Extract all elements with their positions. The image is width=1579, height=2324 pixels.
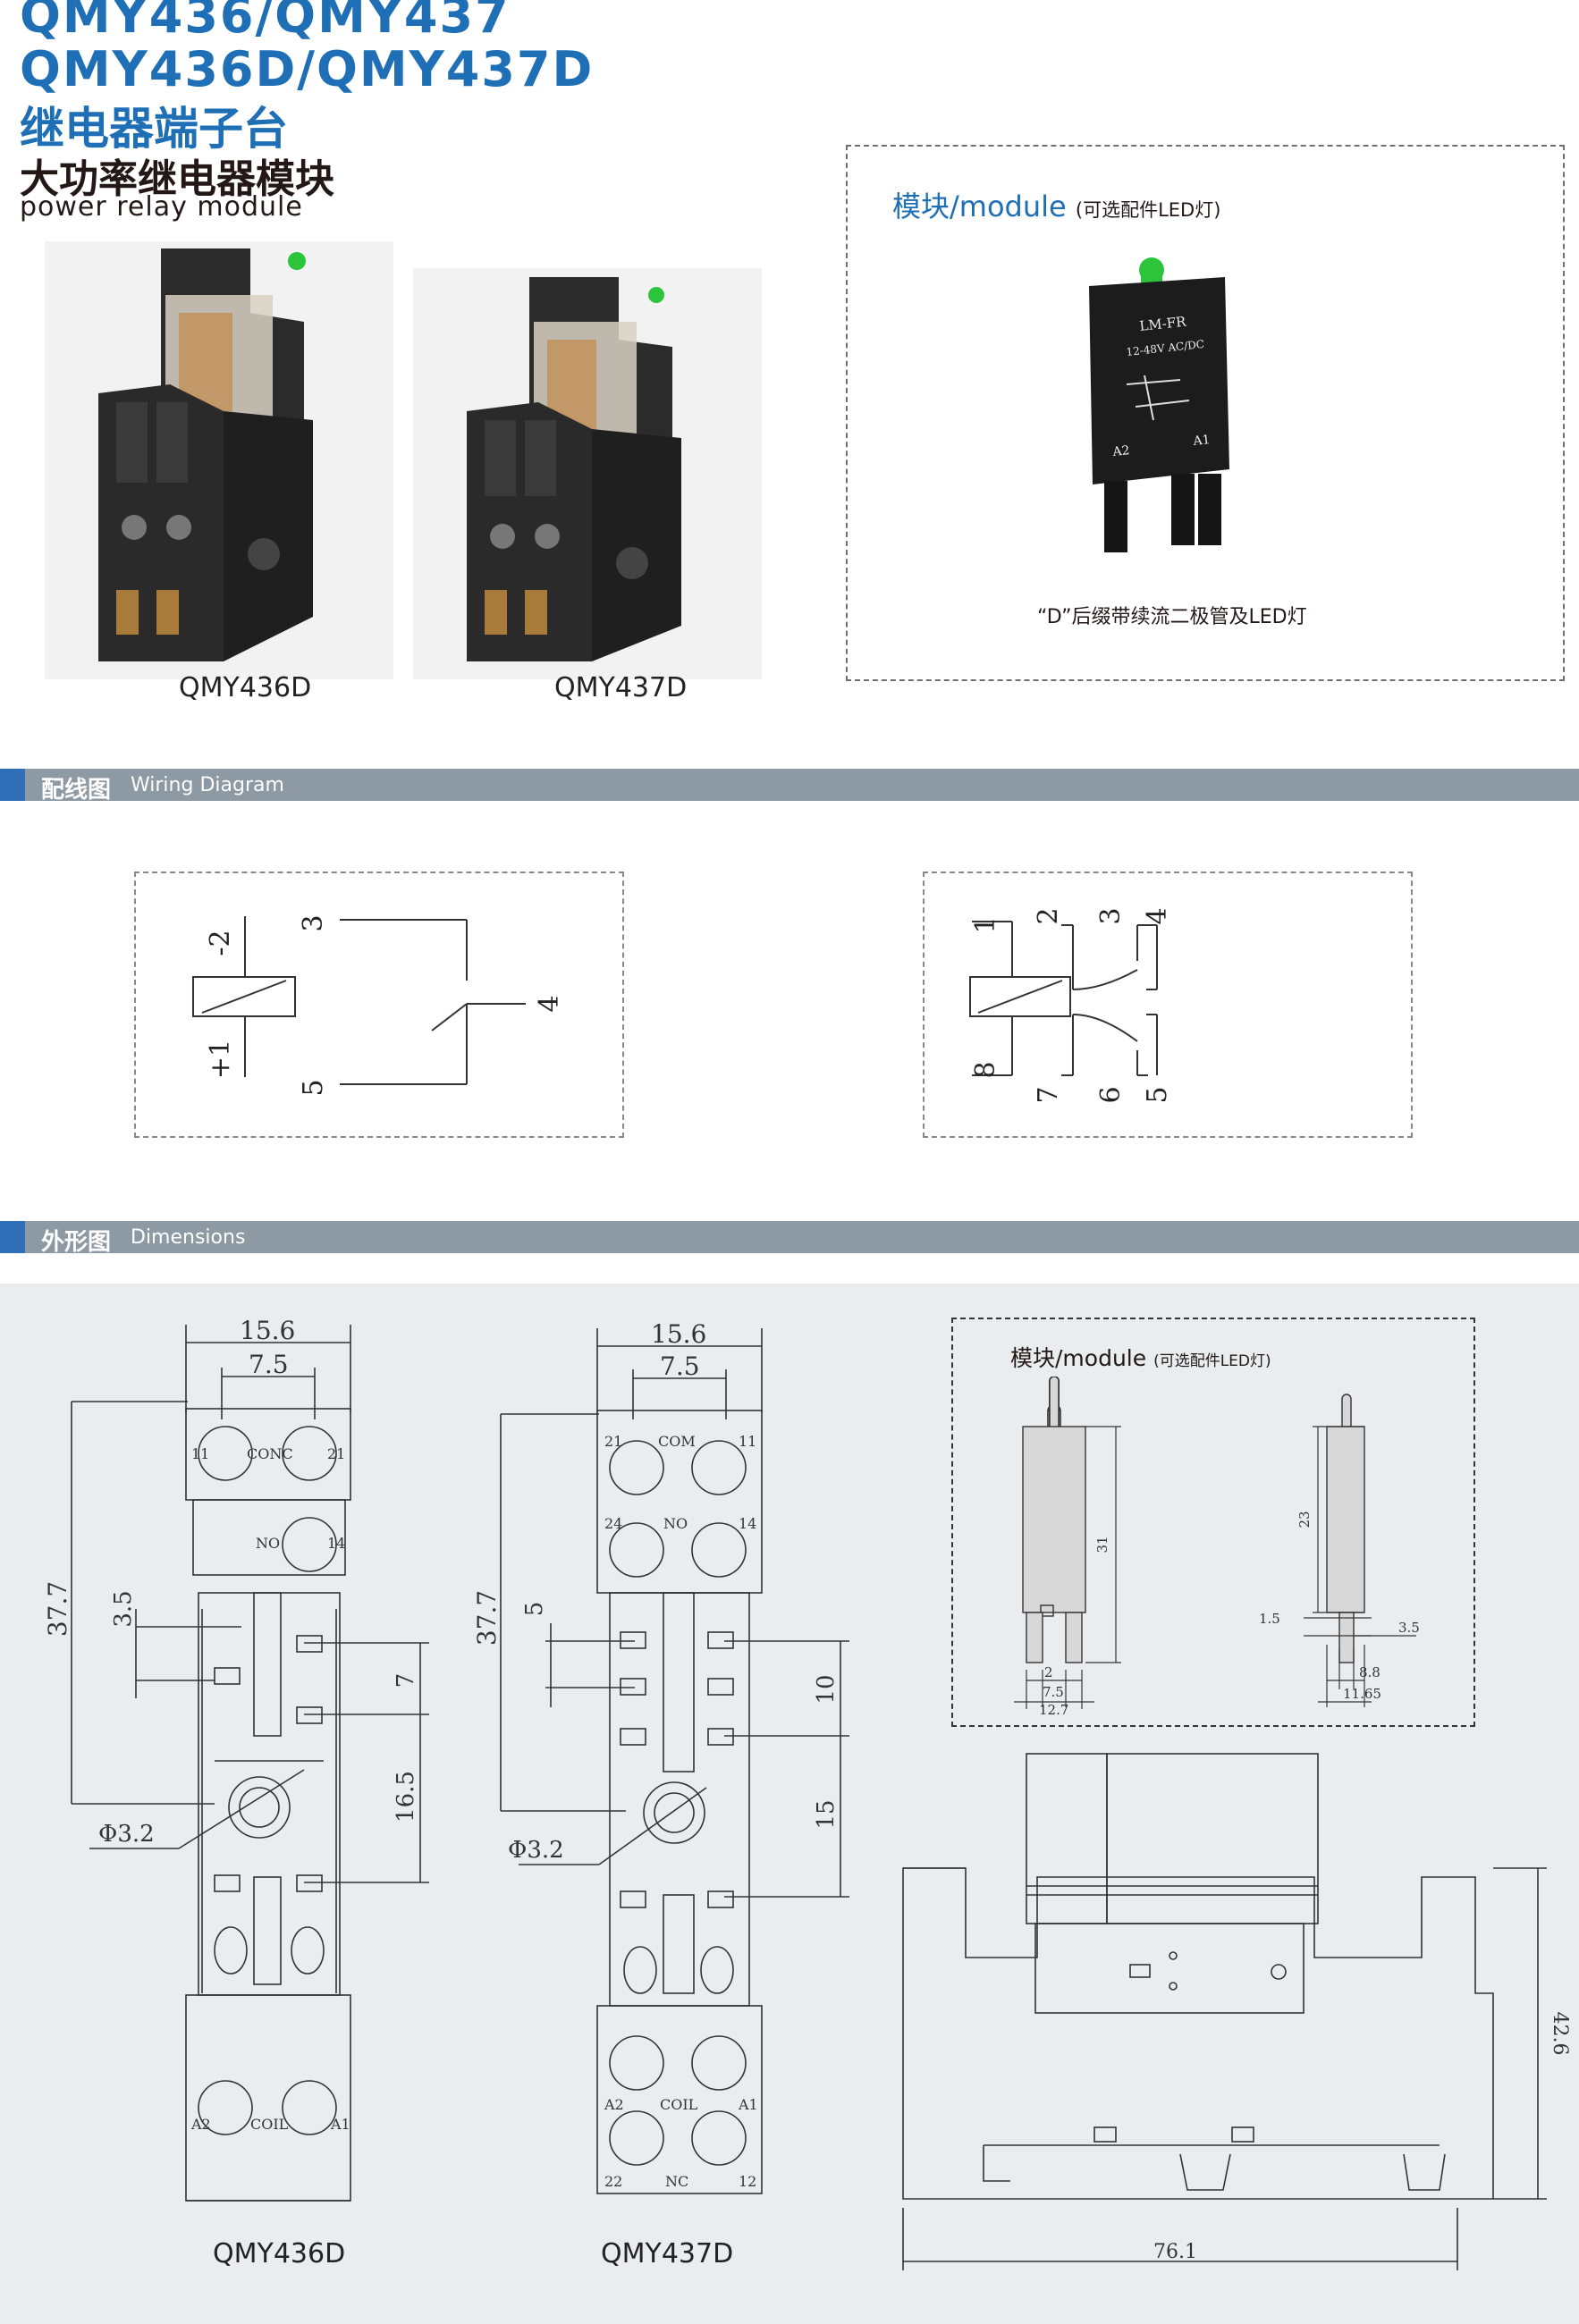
product-caption-qmy436d: QMY436D: [179, 672, 312, 703]
dim437-t21: 21: [604, 1433, 622, 1450]
dim-module-title-text: 模块/module: [1010, 1345, 1147, 1371]
dim437-d3: 15: [813, 1799, 840, 1829]
wiring-left-pin-5: 5: [298, 1079, 329, 1096]
dim437-width-total: 15.6: [651, 1319, 706, 1349]
module-photo-label-a1: A1: [1192, 433, 1212, 449]
dim-module-w127: 12.7: [1039, 1702, 1068, 1716]
wiring-right-pin-8: 8: [970, 1061, 1001, 1078]
dim437-d1: 5: [521, 1602, 548, 1617]
dim-module-w75: 7.5: [1043, 1684, 1064, 1700]
dim-side-width: 76.1: [1153, 2241, 1197, 2263]
dim437-d2: 10: [813, 1674, 840, 1704]
wiring-left-box: [134, 872, 624, 1138]
dim436-ta2: A2: [190, 2116, 211, 2133]
dim-module-h23: 23: [1296, 1511, 1313, 1528]
wiring-right-pin-2: 2: [1033, 907, 1064, 924]
dim436-ta1: A1: [330, 2116, 350, 2133]
product-caption-qmy437d: QMY437D: [554, 672, 688, 703]
module-photo-label-top: LM-FR: [1139, 314, 1187, 334]
section-title-wiring-zh: 配线图: [41, 777, 112, 804]
section-bar-dimensions: 外形图 Dimensions: [0, 1221, 1579, 1256]
wiring-left-pin-neg2: -2: [205, 930, 236, 956]
dim436-tcoil: COIL: [250, 2116, 289, 2133]
dim-side-height: 42.6: [1549, 2012, 1571, 2056]
dim437-tnc: NC: [665, 2173, 688, 2190]
dim-module-note: (可选配件LED灯): [1153, 1352, 1271, 1370]
dim437-t14: 14: [739, 1515, 756, 1532]
dim-module-d15: 1.5: [1259, 1611, 1280, 1627]
dim-drawing-qmy436d: 15.6 7.5 37.7 3.5 7 16.5 Φ3.2 11 CONC 21…: [43, 1316, 429, 2202]
dim436-height-total: 37.7: [43, 1581, 72, 1637]
title-line-2: QMY436D/QMY437D: [20, 41, 595, 97]
dim436-d2: 7: [393, 1673, 419, 1688]
dim-side-view: 42.6 76.1: [902, 1753, 1571, 2270]
product-photo-qmy436d: [45, 241, 393, 679]
wiring-right-pin-6: 6: [1095, 1086, 1127, 1103]
module-caption: “D”后缀带续流二极管及LED灯: [1037, 606, 1307, 628]
module-photo-label-a2: A2: [1111, 443, 1131, 459]
dim-drawing-qmy437d: 15.6 7.5 37.7 5 10 15 Φ3.2 21 COM 11 24 …: [472, 1319, 849, 2194]
dim437-tcom: COM: [658, 1433, 696, 1450]
dim-module-drawing: 31 23 2 7.5 12.7 1.5 3.5 8.8 11.65: [1014, 1377, 1420, 1716]
section-title-wiring-en: Wiring Diagram: [131, 774, 284, 796]
dim436-d3: 16.5: [393, 1771, 419, 1823]
dim436-tconc: CONC: [247, 1445, 293, 1462]
module-note: (可选配件LED灯): [1075, 199, 1221, 221]
wiring-right-pin-4: 4: [1142, 907, 1173, 924]
section-title-dim-zh: 外形图: [41, 1229, 112, 1256]
wiring-left-pin-4: 4: [534, 995, 565, 1012]
dim436-hole: Φ3.2: [98, 1821, 155, 1848]
dim437-hole: Φ3.2: [508, 1837, 564, 1864]
product-photo-qmy437d: [413, 268, 762, 679]
section-tag-dimensions: [0, 1221, 25, 1253]
dim436-width-total: 15.6: [240, 1316, 295, 1345]
dim437-tno: NO: [663, 1515, 688, 1532]
dim436-d1: 3.5: [110, 1590, 137, 1627]
dim437-ta1: A1: [738, 2096, 758, 2113]
module-photo: LM-FR 12-48V AC/DC A2 A1: [1089, 257, 1229, 552]
dim436-t21: 21: [327, 1445, 345, 1462]
wiring-right-box: [923, 872, 1413, 1138]
title-line-1: QMY436/QMY437: [20, 0, 511, 44]
dim437-width-inner: 7.5: [660, 1351, 700, 1381]
title-line-4: 大功率继电器模块: [20, 156, 334, 202]
wiring-right-pin-5: 5: [1142, 1086, 1173, 1103]
dim437-t11: 11: [739, 1433, 756, 1450]
dim437-t12: 12: [739, 2173, 756, 2190]
section-tag-wiring: [0, 769, 25, 801]
dim-caption-qmy436d: QMY436D: [213, 2238, 346, 2269]
module-title-text: 模块/module: [892, 189, 1067, 223]
module-box: [846, 145, 1565, 681]
dim-module-h31: 31: [1094, 1536, 1110, 1553]
dim-module-box: [951, 1318, 1475, 1727]
section-title-dim-en: Dimensions: [131, 1226, 246, 1249]
wiring-left-diagram: -2 +1 3 4 5: [192, 914, 565, 1097]
wiring-right-diagram: 1 8 2 3 4 7 6 5: [969, 907, 1173, 1104]
module-title: 模块/module (可选配件LED灯): [892, 184, 1220, 225]
wiring-right-pin-7: 7: [1033, 1086, 1064, 1103]
wiring-left-pin-pos1: +1: [205, 1040, 236, 1079]
title-line-5: power relay module: [20, 191, 303, 223]
dim-module-d1165: 11.65: [1343, 1686, 1381, 1702]
section-bar-wiring: 配线图 Wiring Diagram: [0, 769, 1579, 804]
dimensions-panel: [0, 1284, 1579, 2324]
dim436-tno: NO: [256, 1535, 280, 1552]
dim437-ta2: A2: [604, 2096, 624, 2113]
dim436-t11: 11: [191, 1445, 209, 1462]
dim437-tcoil: COIL: [660, 2096, 698, 2113]
wiring-right-pin-1: 1: [970, 916, 1001, 933]
dim-caption-qmy437d: QMY437D: [601, 2238, 734, 2269]
dim-module-title: 模块/module (可选配件LED灯): [1010, 1341, 1271, 1373]
wiring-left-pin-3: 3: [298, 914, 329, 931]
dim-module-w2: 2: [1044, 1664, 1053, 1680]
dim436-width-inner: 7.5: [249, 1350, 289, 1379]
dim-module-d35: 3.5: [1398, 1620, 1420, 1636]
dim437-height-total: 37.7: [472, 1590, 502, 1646]
wiring-right-pin-3: 3: [1095, 907, 1127, 924]
dim437-t24: 24: [604, 1515, 622, 1532]
dim436-t14: 14: [327, 1535, 345, 1552]
dim-module-d88: 8.8: [1359, 1664, 1381, 1680]
title-line-3: 继电器端子台: [20, 103, 288, 155]
dim437-t22: 22: [604, 2173, 622, 2190]
